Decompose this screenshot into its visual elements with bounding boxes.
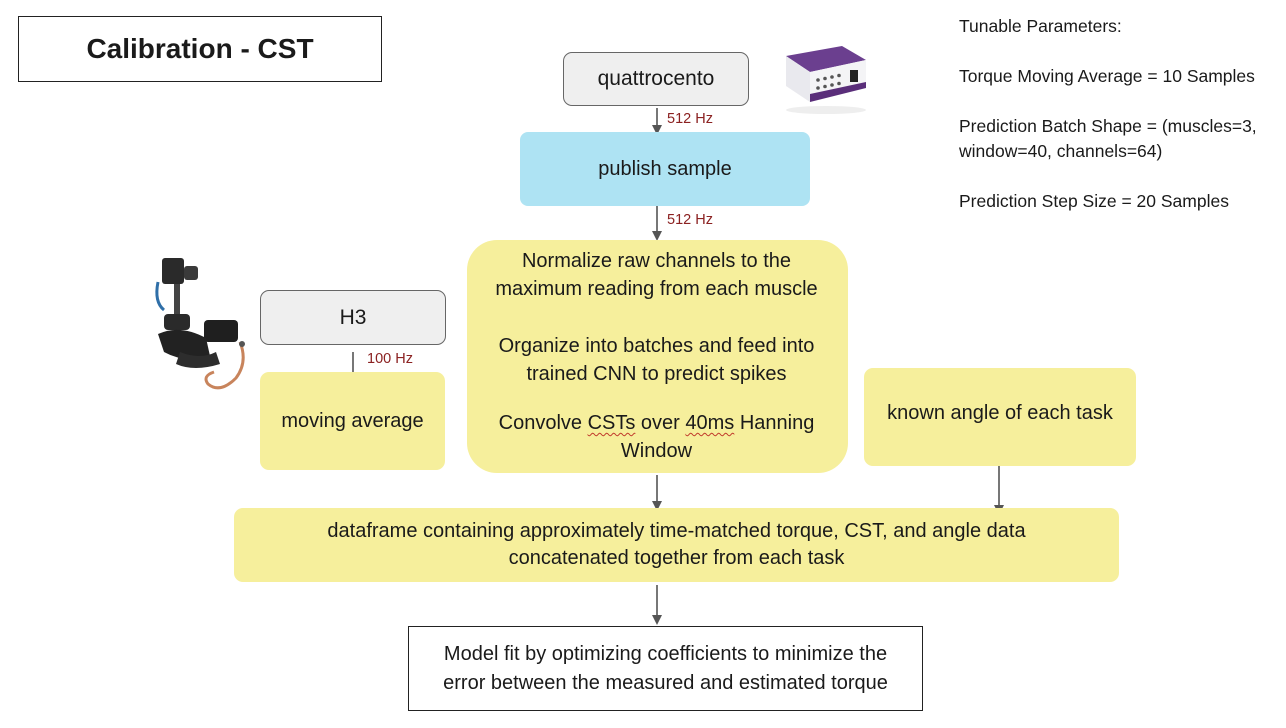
organize-step: Organize into batches and feed into trai… <box>469 332 844 388</box>
h3-node: H3 <box>260 290 446 345</box>
param-step-size: Prediction Step Size = 20 Samples <box>959 191 1229 211</box>
convolve-post: Hanning <box>734 412 815 434</box>
convolve-pre: Convolve <box>498 412 588 434</box>
dataframe-line1: dataframe containing approximately time-… <box>327 520 1026 542</box>
known-angle-node: known angle of each task <box>864 368 1136 466</box>
h3-exoskeleton-image <box>150 252 255 398</box>
moving-average-label: moving average <box>281 409 424 432</box>
rate-label-quattro: 512 Hz <box>667 111 713 127</box>
param-torque-moving-average: Torque Moving Average = 10 Samples <box>959 66 1255 86</box>
normalize-line2: maximum reading from each muscle <box>495 278 818 300</box>
dataframe-node: dataframe containing approximately time-… <box>234 508 1119 582</box>
organize-line2: trained CNN to predict spikes <box>526 363 787 385</box>
tunable-parameters: Tunable Parameters: Torque Moving Averag… <box>959 14 1257 214</box>
quattrocento-device-image <box>780 38 870 116</box>
normalize-step: Normalize raw channels to the maximum re… <box>469 247 844 303</box>
rate-label-publish: 512 Hz <box>667 212 713 228</box>
param-batch-shape-line1: Prediction Batch Shape = (muscles=3, <box>959 116 1257 136</box>
quattrocento-node: quattrocento <box>563 52 749 106</box>
convolve-line2: Window <box>620 440 693 462</box>
dataframe-line2: concatenated together from each task <box>508 547 845 569</box>
organize-line1: Organize into batches and feed into <box>498 335 815 357</box>
param-batch-shape-line2: window=40, channels=64) <box>959 141 1163 161</box>
convolve-40ms: 40ms <box>685 412 735 434</box>
publish-sample-node: publish sample <box>520 132 810 206</box>
convolve-csts: CSTs <box>587 412 636 434</box>
moving-average-node: moving average <box>260 372 445 470</box>
rate-label-h3: 100 Hz <box>367 351 413 367</box>
convolve-mid: over <box>635 412 686 434</box>
model-fit-node: Model fit by optimizing coefficients to … <box>408 626 923 711</box>
normalize-line1: Normalize raw channels to the <box>521 250 791 272</box>
model-line1: Model fit by optimizing coefficients to … <box>443 642 888 665</box>
cst-processing-block <box>467 240 848 473</box>
params-heading: Tunable Parameters: <box>959 16 1122 36</box>
model-line2: error between the measured and estimated… <box>443 671 888 694</box>
convolve-step: Convolve CSTs over 40ms Hanning Window <box>469 409 844 465</box>
slide-title: Calibration - CST <box>18 16 382 82</box>
convolve-line1: Convolve CSTs over 40ms Hanning <box>469 409 844 437</box>
